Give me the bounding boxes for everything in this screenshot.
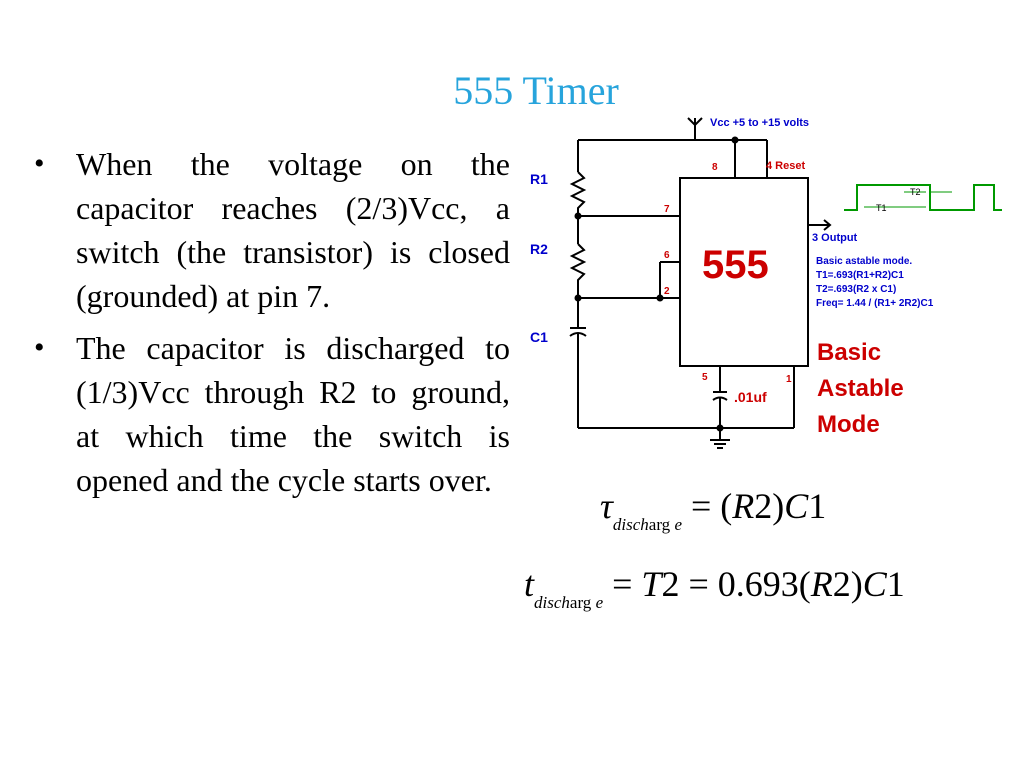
eq2-rhs-end: 1 <box>886 564 905 604</box>
eq2-rhs-c: C <box>862 564 887 604</box>
eq1-sub-roman: arg <box>648 515 671 534</box>
eq2-rhs-mid1: 2 = 0.693( <box>661 564 811 604</box>
eq2-rhs-mid2: 2) <box>832 564 863 604</box>
equation-tau-discharge: τdischarg e = (R2)C1 <box>600 485 826 535</box>
eq2-symbol: t <box>524 564 535 604</box>
c1-label: C1 <box>530 329 548 345</box>
astable-circuit-diagram: 555 Vcc +5 to +15 volts R1 R2 C1 8 4 Res… <box>530 117 1002 449</box>
circuit-wires <box>569 117 832 449</box>
caption-line-3: Mode <box>817 411 880 438</box>
bullet-text: When the voltage on the capacitor reache… <box>76 146 510 314</box>
eq1-rhs-prefix: = ( <box>690 486 733 526</box>
caption-line-2: Astable <box>817 375 904 402</box>
chip-label: 555 <box>702 243 769 287</box>
eq2-sub-roman: arg <box>569 593 592 612</box>
slide-title: 555 Timer <box>453 68 619 113</box>
bullet-dot: • <box>34 331 45 364</box>
equation-t-discharge: tdischarg e = T2 = 0.693(R2)C1 <box>524 563 905 613</box>
r1-label: R1 <box>530 171 548 187</box>
bullet-item: • When the voltage on the capacitor reach… <box>30 142 510 318</box>
small-cap-label: .01uf <box>734 389 767 405</box>
info-t1: T1=.693(R1+R2)C1 <box>816 270 904 281</box>
pin6-label: 6 <box>664 250 670 261</box>
bullet-dot: • <box>34 147 45 180</box>
info-title: Basic astable mode. <box>816 256 912 267</box>
eq2-rhs-t: T <box>641 564 662 604</box>
junction-dots <box>574 136 739 432</box>
eq1-subscript: discharg e <box>613 515 682 534</box>
bullet-list: • When the voltage on the capacitor reach… <box>30 142 510 510</box>
eq1-sub-tail: e <box>674 515 682 534</box>
ic-chip-body <box>679 177 809 367</box>
pin3-output-label: 3 Output <box>812 232 858 244</box>
eq2-sub-italic: disch <box>534 593 570 612</box>
eq1-rhs-c: C <box>784 486 809 526</box>
pin4-label: 4 Reset <box>766 160 805 172</box>
r2-label: R2 <box>530 241 548 257</box>
eq1-symbol: τ <box>600 486 613 526</box>
bullet-text: The capacitor is discharged to (1/3)Vcc … <box>76 330 510 498</box>
t1-label: T1 <box>876 203 887 213</box>
pin5-label: 5 <box>702 372 708 383</box>
eq1-sub-italic: disch <box>612 515 649 534</box>
output-waveform: T1 T2 <box>844 184 1002 213</box>
info-t2: T2=.693(R2 x C1) <box>816 284 896 295</box>
caption-line-1: Basic <box>817 339 881 366</box>
pin8-label: 8 <box>712 162 718 173</box>
info-freq: Freq= 1.44 / (R1+ 2R2)C1 <box>816 298 934 309</box>
eq2-subscript: discharg e <box>534 593 603 612</box>
eq2-rhs-prefix: = <box>612 564 642 604</box>
pin2-label: 2 <box>664 286 670 297</box>
eq2-rhs-r: R <box>810 564 833 604</box>
eq1-rhs-mid: 2) <box>754 486 785 526</box>
eq1-rhs-end: 1 <box>808 486 827 526</box>
eq2-sub-tail: e <box>595 593 604 612</box>
eq1-rhs-r: R <box>732 486 755 526</box>
vcc-label: Vcc +5 to +15 volts <box>710 117 809 129</box>
bullet-item: • The capacitor is discharged to (1/3)Vcc… <box>30 326 510 502</box>
t2-label: T2 <box>910 187 921 197</box>
pin7-label: 7 <box>664 204 670 215</box>
pin1-label: 1 <box>786 374 792 385</box>
